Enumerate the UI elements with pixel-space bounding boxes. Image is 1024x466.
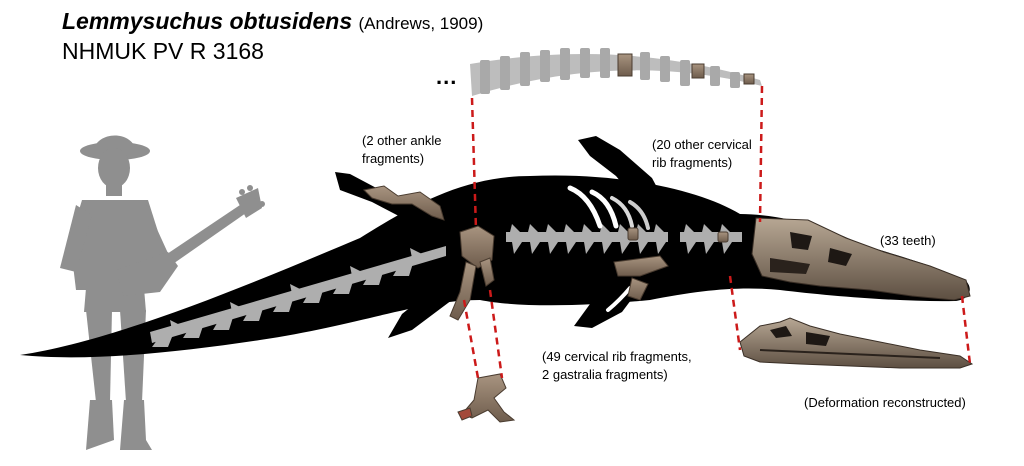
tail-vertebrae <box>150 246 446 347</box>
bass-guitar-silhouette <box>116 185 265 296</box>
dorsal-column-detail <box>470 48 762 96</box>
teeth-label: (33 teeth) <box>880 233 936 248</box>
ankle-fragments-label: (2 other ankle fragments) <box>362 133 442 166</box>
deformation-label: (Deformation reconstructed) <box>804 395 966 410</box>
human-scale-silhouette <box>60 135 172 450</box>
species-title: Lemmysuchus obtusidens (Andrews, 1909) <box>62 8 483 35</box>
ischium-fossil <box>457 373 516 423</box>
species-authority: (Andrews, 1909) <box>358 14 484 33</box>
guide-lines <box>462 85 972 379</box>
shoulder-fossils <box>613 227 729 301</box>
trunk-vertebrae <box>506 224 742 254</box>
species-name: Lemmysuchus obtusidens <box>62 8 353 34</box>
skull-in-silhouette <box>751 217 971 301</box>
reconstructed-skull <box>739 317 974 369</box>
ribs <box>567 185 650 312</box>
specimen-number: NHMUK PV R 3168 <box>62 38 264 64</box>
cervical-rib-label: (20 other cervical rib fragments) <box>652 137 752 170</box>
column-continuation-ellipsis: ... <box>436 64 458 89</box>
rib-gastralia-label: (49 cervical rib fragments, 2 gastralia … <box>542 349 692 382</box>
pelvic-fossils <box>362 185 495 321</box>
